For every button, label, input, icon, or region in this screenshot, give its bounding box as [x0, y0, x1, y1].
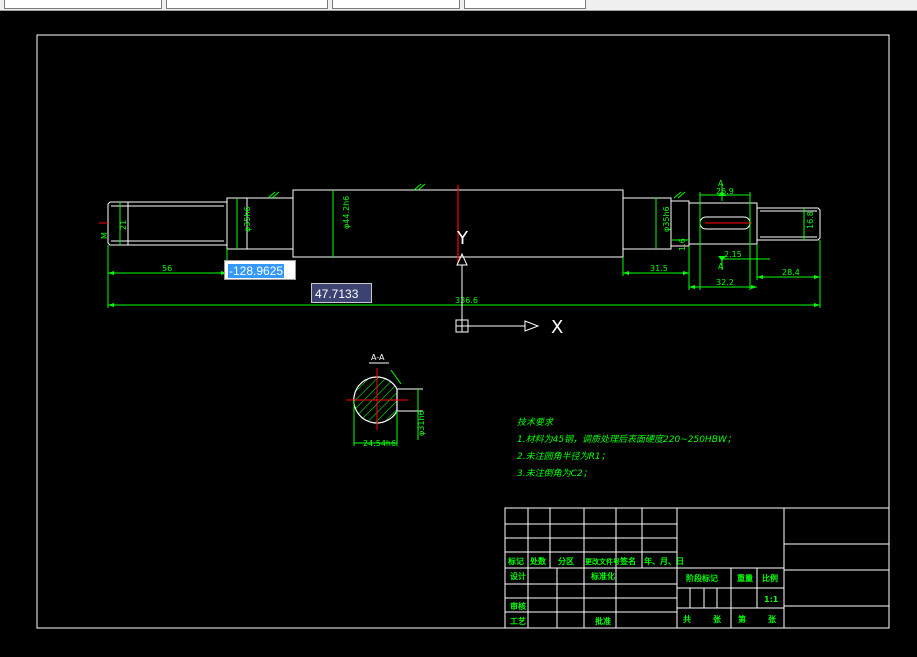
property-toolbar — [0, 0, 917, 11]
tb-total: 共 — [683, 614, 691, 624]
ucs-x-label: X — [551, 317, 563, 338]
layer-dropdown[interactable] — [4, 0, 162, 9]
lineweight-dropdown[interactable] — [464, 0, 586, 9]
tb-count: 处数 — [529, 556, 547, 566]
tb-sheet-no: 第 — [738, 614, 746, 624]
dim-56: 56 — [162, 264, 172, 273]
ucs-y-label: Y — [456, 228, 469, 249]
tech-notes-title: 技术要求 — [517, 417, 554, 428]
dim-26: 26.9 — [716, 187, 734, 196]
ucs-icon — [455, 252, 540, 333]
keyway-slot[interactable] — [699, 216, 751, 230]
tech-note-2: 2.未注圆角半径为R1； — [517, 451, 610, 462]
title-block — [504, 507, 890, 629]
dim-19: 1.6 — [678, 238, 687, 251]
tb-design: 设计 — [510, 571, 526, 581]
color-dropdown[interactable] — [166, 0, 328, 9]
tb-mark: 标记 — [507, 556, 524, 566]
shaft-outline[interactable] — [107, 189, 821, 258]
dynamic-input-y[interactable]: 47.7133 — [311, 283, 372, 303]
section-marker-bottom: A — [718, 262, 724, 271]
tb-signature: 签名 — [619, 556, 636, 566]
tb-standardize: 标准化 — [590, 571, 615, 581]
tech-note-1: 1.材料为45钢，调质处理后表面硬度220~250HBW； — [517, 434, 736, 445]
section-width-dim: 24.54h6 — [363, 439, 396, 448]
tb-process: 工艺 — [510, 616, 526, 626]
tb-sheets: 张 — [713, 615, 722, 624]
dimension-lines — [107, 183, 821, 308]
dim-315: 31.5 — [650, 264, 668, 273]
dynamic-input-x[interactable]: -128.9625 — [224, 260, 296, 280]
dim-215: 2.15 — [724, 250, 742, 259]
section-dia-dim: φ31h6 — [417, 410, 426, 436]
drawing-canvas[interactable]: M 21 φ35h6 φ44.2h6 φ35h6 16.8 26.9 2.15 … — [0, 11, 917, 657]
section-marker-top: A — [718, 179, 724, 188]
tb-weight: 重量 — [737, 573, 753, 583]
tb-stage-mark: 阶段标记 — [686, 573, 718, 583]
dim-44: φ44.2h6 — [342, 196, 351, 229]
tb-scale-value: 1:1 — [764, 595, 779, 604]
tb-date: 年、月、日 — [644, 556, 684, 566]
dim-21: 21 — [119, 220, 128, 230]
drawing-frame — [36, 34, 890, 629]
dim-total: 336.6 — [455, 296, 478, 305]
dim-35-left: φ35h6 — [243, 206, 252, 232]
tb-scale-label: 比例 — [762, 573, 778, 583]
section-label: A-A — [371, 353, 385, 362]
tb-review: 审核 — [510, 601, 526, 611]
dim-thread: M — [100, 232, 109, 239]
dim-284: 28.4 — [782, 268, 800, 277]
tb-zone: 分区 — [558, 556, 574, 566]
tb-sheet-unit: 张 — [768, 615, 777, 624]
tb-change-doc: 更改文件号 — [585, 557, 620, 566]
tech-note-3: 3.未注倒角为C2； — [517, 468, 592, 479]
linetype-dropdown[interactable] — [332, 0, 460, 9]
tb-approve: 批准 — [595, 616, 611, 626]
dim-35-right: φ35h6 — [662, 206, 671, 232]
dim-16: 16.8 — [806, 211, 815, 229]
dim-322: 32.2 — [716, 278, 734, 287]
